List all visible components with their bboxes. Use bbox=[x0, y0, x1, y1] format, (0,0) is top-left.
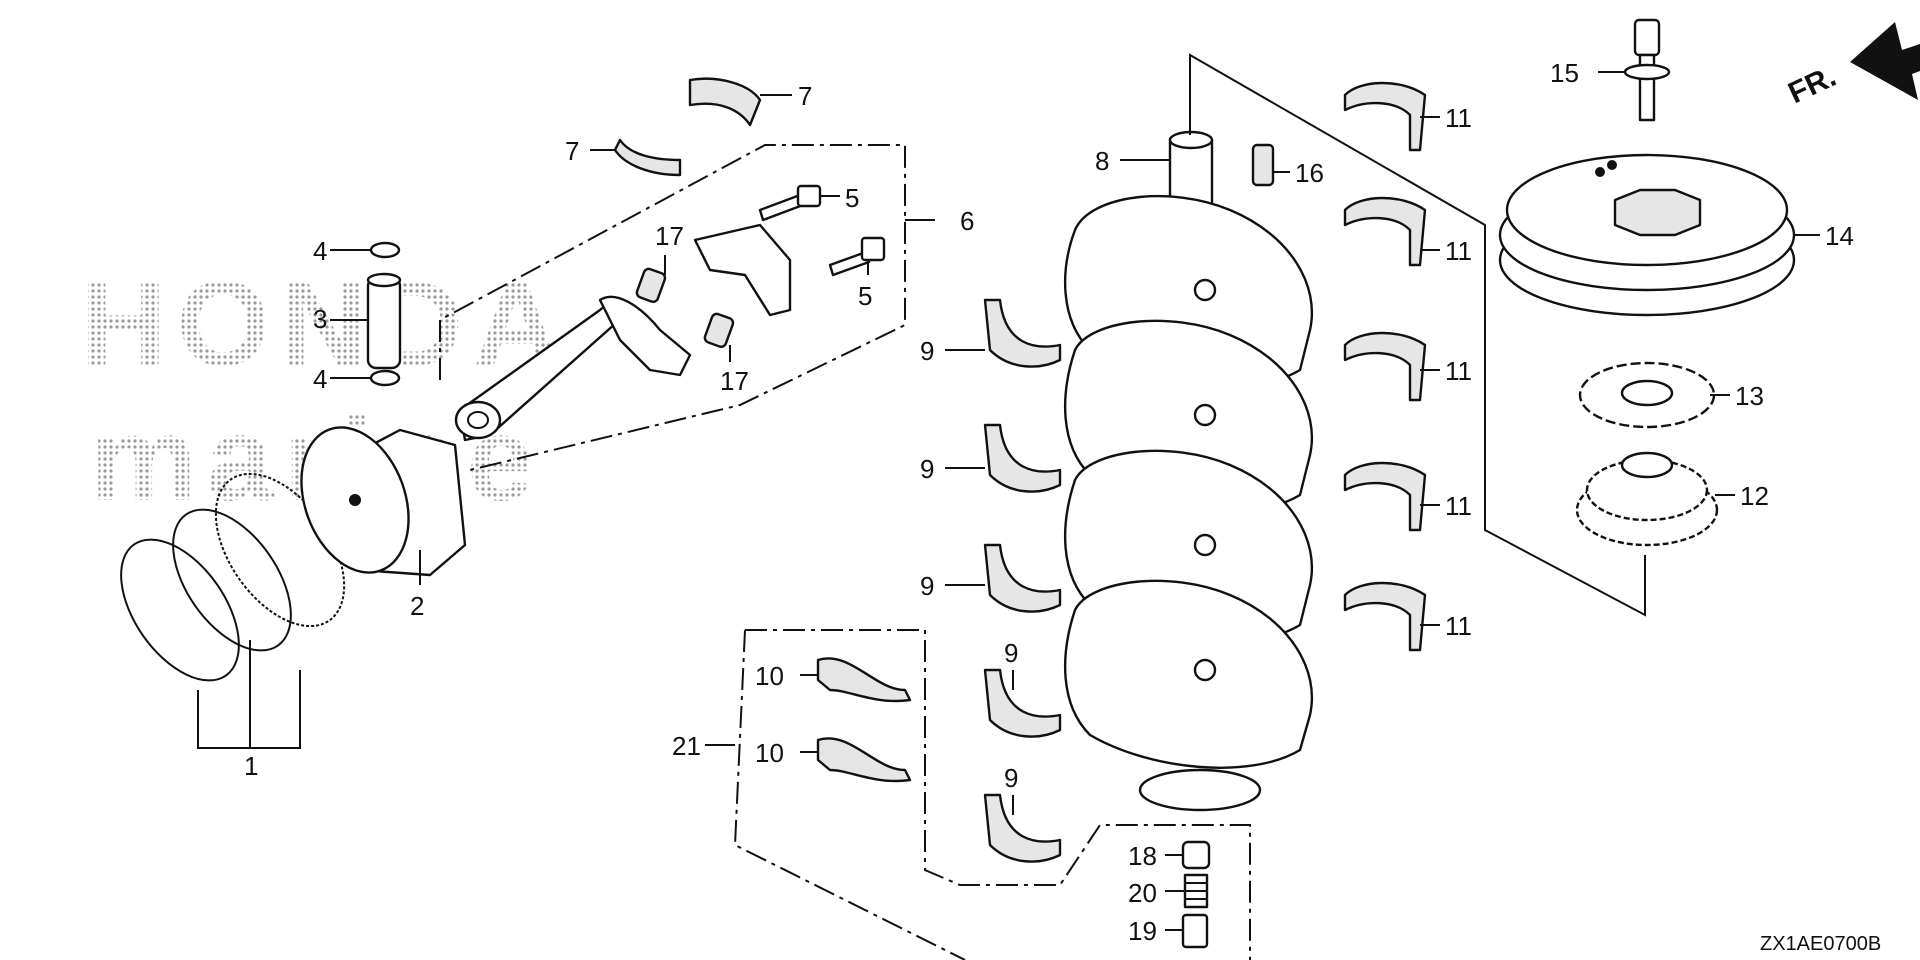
piston-ring-second bbox=[172, 508, 292, 652]
callout-14: 14 bbox=[1825, 221, 1854, 251]
main-bearings-upper bbox=[1343, 81, 1440, 652]
clip-top bbox=[369, 241, 401, 259]
rod-cap bbox=[693, 223, 792, 317]
main-bearing-lower-1 bbox=[983, 298, 1062, 368]
relief-valve-parts bbox=[1165, 840, 1211, 949]
front-label: FR. bbox=[1783, 60, 1841, 110]
callout-5a: 5 bbox=[845, 183, 859, 213]
callout-17a: 17 bbox=[655, 221, 684, 251]
piston-ring-top bbox=[120, 538, 240, 682]
crank-pulley-assembly bbox=[1498, 18, 1820, 547]
piston bbox=[300, 426, 467, 585]
callout-8: 8 bbox=[1095, 146, 1109, 176]
callout-1: 1 bbox=[244, 751, 258, 781]
rod-bolt-lower bbox=[828, 236, 886, 277]
gear-bore bbox=[1620, 451, 1674, 479]
pulley-hole-1 bbox=[1595, 167, 1605, 177]
main-bearing-lower-3 bbox=[983, 543, 1062, 613]
thrust-group-outline bbox=[745, 629, 1251, 960]
diagram-code: ZX1AE0700B bbox=[1760, 933, 1881, 955]
oil-hole-3 bbox=[1193, 533, 1217, 557]
oil-hole-2 bbox=[1193, 403, 1217, 427]
callout-9c: 9 bbox=[920, 571, 934, 601]
pulley-hub bbox=[1613, 188, 1702, 237]
rod-bolt-upper bbox=[758, 184, 822, 222]
callout-20: 20 bbox=[1128, 878, 1157, 908]
callout-15: 15 bbox=[1550, 58, 1579, 88]
rod-group-outline bbox=[439, 144, 906, 471]
cap-18 bbox=[1181, 840, 1211, 870]
dowel-pin-lower bbox=[703, 312, 735, 348]
piston-pin-hole bbox=[349, 494, 361, 506]
callout-11a: 11 bbox=[1445, 103, 1472, 133]
pulley-bolt-head bbox=[1633, 18, 1661, 57]
callout-11b: 11 bbox=[1445, 236, 1472, 266]
callout-9b: 9 bbox=[920, 454, 934, 484]
crankshaft-group-outline bbox=[1189, 53, 1646, 617]
connecting-rod-assembly bbox=[439, 144, 935, 471]
small-end-bore bbox=[467, 411, 489, 429]
front-direction-arrow: FR. bbox=[1783, 22, 1920, 110]
main-bearing-upper-5 bbox=[1343, 581, 1427, 652]
main-bearing-upper-1 bbox=[1343, 81, 1427, 152]
woodruff-key bbox=[1251, 143, 1275, 187]
thrust-washer-group bbox=[705, 629, 1251, 960]
rod-bearing-upper bbox=[688, 77, 762, 127]
callout-6: 6 bbox=[960, 206, 974, 236]
clip-bottom bbox=[369, 369, 401, 387]
callout-11e: 11 bbox=[1445, 611, 1472, 641]
callout-19: 19 bbox=[1128, 916, 1157, 946]
callout-2: 2 bbox=[410, 591, 424, 621]
watermark-line1: HONDA bbox=[80, 257, 570, 391]
arrow-icon bbox=[1850, 22, 1920, 100]
big-end bbox=[598, 295, 692, 377]
main-bearing-lower-2 bbox=[983, 423, 1062, 493]
callout-labels: 1 2 3 4 4 5 5 6 7 7 8 9 9 9 9 9 10 10 11… bbox=[244, 58, 1854, 946]
callout-3: 3 bbox=[313, 304, 327, 334]
callout-5b: 5 bbox=[858, 281, 872, 311]
callout-18: 18 bbox=[1128, 841, 1157, 871]
thrust-washer-upper bbox=[816, 657, 912, 703]
pulley-hole-2 bbox=[1607, 160, 1617, 170]
callout-4b: 4 bbox=[313, 364, 327, 394]
piston-pin-end bbox=[366, 272, 402, 288]
crank-rear-flange bbox=[1138, 768, 1262, 812]
pulley-bolt-washer bbox=[1623, 63, 1671, 81]
piston-pin bbox=[366, 276, 402, 370]
main-bearing-upper-2 bbox=[1343, 196, 1427, 267]
bolt-19 bbox=[1181, 913, 1209, 949]
main-bearing-lower-5 bbox=[983, 793, 1062, 863]
callout-7a: 7 bbox=[798, 81, 812, 111]
main-bearing-lower-4 bbox=[983, 668, 1062, 738]
callout-7b: 7 bbox=[565, 136, 579, 166]
callout-9d: 9 bbox=[1004, 638, 1018, 668]
sprocket-bore bbox=[1620, 379, 1674, 407]
crankshaft bbox=[1063, 130, 1314, 812]
callout-9a: 9 bbox=[920, 336, 934, 366]
callout-13: 13 bbox=[1735, 381, 1764, 411]
callout-10b: 10 bbox=[755, 738, 784, 768]
callout-9e: 9 bbox=[1004, 763, 1018, 793]
thrust-group-outline-left bbox=[733, 629, 966, 960]
main-bearing-upper-4 bbox=[1343, 461, 1427, 532]
dowel-pin-upper bbox=[635, 267, 667, 303]
rod-bearing-lower bbox=[613, 138, 682, 177]
callout-11c: 11 bbox=[1445, 356, 1472, 386]
thrust-washer-lower bbox=[816, 737, 912, 783]
callout-11d: 11 bbox=[1445, 491, 1472, 521]
callout-17b: 17 bbox=[720, 366, 749, 396]
callout-4a: 4 bbox=[313, 236, 327, 266]
callout-10a: 10 bbox=[755, 661, 784, 691]
main-bearing-upper-3 bbox=[1343, 331, 1427, 402]
oil-hole-4 bbox=[1193, 658, 1217, 682]
callout-16: 16 bbox=[1295, 158, 1324, 188]
callout-12: 12 bbox=[1740, 481, 1769, 511]
oil-hole-1 bbox=[1193, 278, 1217, 302]
piston-pin-assembly bbox=[366, 241, 402, 387]
rod-bearings bbox=[590, 77, 792, 177]
crank-web-4 bbox=[1063, 579, 1314, 769]
callout-21: 21 bbox=[672, 731, 701, 761]
main-bearings-lower bbox=[945, 298, 1062, 863]
